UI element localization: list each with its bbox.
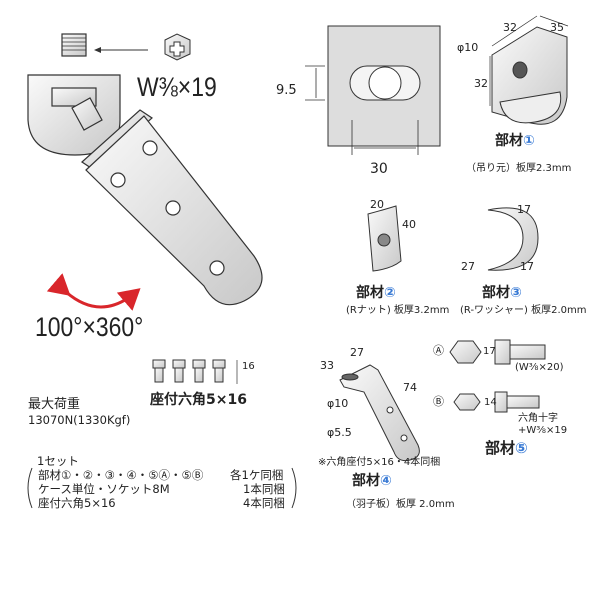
part1-spec: （吊り元）板厚2.3mm bbox=[466, 163, 572, 174]
screws-label: 座付六角5×16 bbox=[150, 392, 247, 408]
slot-width-dim: 30 bbox=[370, 161, 388, 177]
bolt-b-spec-line2: +W⅜×19 bbox=[518, 425, 568, 436]
set-row-item: 座付六角5×16 bbox=[38, 496, 116, 510]
part4-illustration bbox=[339, 364, 420, 462]
screw-length-dim: 16 bbox=[242, 361, 255, 372]
part2-width-dim: 20 bbox=[370, 198, 384, 211]
part2-title: 部材② bbox=[356, 285, 396, 301]
part1-title: 部材① bbox=[495, 133, 535, 149]
part1-width-dim: 32 bbox=[503, 21, 517, 34]
part4-large-hole-dim: φ10 bbox=[327, 397, 349, 410]
part1-height-dim: 32 bbox=[474, 77, 488, 90]
main-assembly-illustration bbox=[27, 33, 263, 306]
set-row-qty: 4本同梱 bbox=[243, 496, 285, 510]
max-load-title: 最大荷重 bbox=[28, 397, 81, 412]
part3-title: 部材③ bbox=[482, 285, 522, 301]
part4-title: 部材④ bbox=[352, 473, 392, 489]
part4-dim-a: 33 bbox=[320, 359, 334, 372]
part4-spec: （羽子板）板厚 2.0mm bbox=[346, 499, 455, 510]
part3-bottom-dim: 17 bbox=[520, 260, 534, 273]
part3-spec: (R-ワッシャー) 板厚2.0mm bbox=[460, 305, 587, 316]
set-heading: 1セット bbox=[37, 454, 79, 468]
set-row-qty: 1本同梱 bbox=[243, 482, 285, 496]
set-row-item: 部材①・②・③・④・⑤Ⓐ・⑤Ⓑ bbox=[38, 468, 204, 482]
part4-note: ※六角座付5×16・4本同梱 bbox=[318, 457, 441, 468]
rotation-label: 100°×360° bbox=[35, 312, 144, 342]
part4-small-hole-dim: φ5.5 bbox=[327, 426, 352, 439]
bolt-a-marker: Ⓐ bbox=[433, 344, 444, 357]
bolt-a-dim: 17 bbox=[483, 346, 496, 357]
set-bracket-right bbox=[291, 467, 297, 509]
hex-bolt-icon bbox=[164, 33, 191, 61]
part4-length-dim: 74 bbox=[403, 381, 417, 394]
rotation-arrow-icon bbox=[46, 273, 141, 311]
part4-dim-b: 27 bbox=[350, 346, 364, 359]
bolt-b-marker: Ⓑ bbox=[433, 395, 444, 408]
bolt-b-dim: 14 bbox=[484, 397, 497, 408]
self-tapping-screws-illustration bbox=[152, 359, 238, 384]
max-load-value: 13070N(1330Kgf) bbox=[28, 413, 131, 427]
part3-side-dim: 27 bbox=[461, 260, 475, 273]
part2-spec: (Rナット) 板厚3.2mm bbox=[346, 305, 450, 316]
set-row-item: ケース単位・ソケット8M bbox=[38, 482, 170, 496]
part5-title: 部材⑤ bbox=[485, 439, 528, 457]
part2-illustration bbox=[367, 205, 402, 272]
part1-illustration bbox=[489, 15, 569, 125]
set-row-qty: 各1ケ同梱 bbox=[230, 468, 284, 482]
slot-height-dim: 9.5 bbox=[276, 83, 297, 98]
slot-illustration bbox=[305, 25, 441, 155]
main-bolt-label: W⅜×19 bbox=[137, 72, 217, 102]
set-bracket-left bbox=[27, 467, 33, 509]
part1-depth-dim: 35 bbox=[550, 21, 564, 34]
bolt-a-spec: (W⅜×20) bbox=[515, 362, 564, 373]
part3-illustration bbox=[487, 207, 539, 271]
part1-hole-dim: φ10 bbox=[457, 41, 479, 54]
part5-bolts-illustration bbox=[449, 339, 546, 413]
part2-height-dim: 40 bbox=[402, 218, 416, 231]
bolt-b-spec-line1: 六角十字 bbox=[518, 413, 558, 424]
part3-top-dim: 17 bbox=[517, 203, 531, 216]
